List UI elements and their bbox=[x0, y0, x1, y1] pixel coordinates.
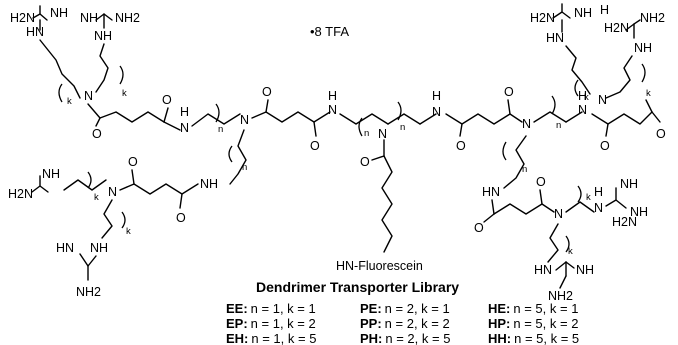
guanidine-group-upper-left-b: NH NH2 NH k bbox=[80, 11, 140, 99]
atom-hn: HN bbox=[546, 31, 564, 45]
repeat-k-label: k bbox=[126, 226, 131, 237]
library-entry: EE:n = 1, k = 1 bbox=[226, 301, 316, 316]
repeat-k-label: k bbox=[584, 92, 589, 103]
atom-o: O bbox=[656, 127, 666, 141]
atom-nh: NH bbox=[50, 6, 68, 20]
atom-nh: NH bbox=[200, 177, 218, 191]
repeat-k-label: k bbox=[646, 88, 651, 99]
atom-h2n: H2N bbox=[604, 21, 629, 35]
atom-o: O bbox=[176, 211, 186, 225]
atom-nh: NH bbox=[574, 6, 592, 20]
atom-h: H bbox=[180, 105, 189, 119]
atom-nh2: NH2 bbox=[548, 289, 573, 303]
atom-h2n: H2N bbox=[8, 187, 33, 201]
atom-h2n: H2N bbox=[10, 11, 35, 25]
atom-nh2: NH2 bbox=[115, 11, 140, 25]
atom-nh2: NH2 bbox=[640, 11, 665, 25]
library-entry: HE:n = 5, k = 1 bbox=[488, 301, 578, 316]
atom-nh: NH bbox=[80, 11, 98, 25]
guanidine-group-upper-left-a: H2N NH NH HN k bbox=[10, 5, 81, 107]
repeat-k-label: k bbox=[122, 88, 127, 99]
library-title: Dendrimer Transporter Library bbox=[256, 279, 459, 295]
atom-o: O bbox=[536, 175, 546, 189]
atom-h: H bbox=[432, 89, 441, 103]
repeat-k-label: k bbox=[568, 246, 573, 257]
atom-o: O bbox=[456, 139, 466, 153]
atom-n: N bbox=[180, 121, 189, 135]
atom-o: O bbox=[504, 85, 514, 99]
repeat-k-label: k bbox=[67, 96, 72, 107]
repeat-n-label: n bbox=[364, 128, 369, 139]
atom-nh: NH bbox=[630, 205, 648, 219]
atom-n: N bbox=[378, 127, 387, 141]
atom-h: H bbox=[594, 185, 603, 199]
atom-n: N bbox=[432, 105, 441, 119]
repeat-k-label: k bbox=[586, 192, 591, 203]
atom-n: N bbox=[522, 117, 531, 131]
atom-h: H bbox=[600, 3, 609, 17]
salt-label: •8 TFA bbox=[310, 24, 349, 39]
backbone-right: n H N O O bbox=[533, 89, 666, 153]
atom-o: O bbox=[262, 85, 272, 99]
atom-nh: NH bbox=[620, 177, 638, 191]
library-entry: PP:n = 2, k = 2 bbox=[360, 316, 450, 331]
atom-h2n: H2N bbox=[612, 215, 637, 229]
atom-nh: NH bbox=[634, 41, 652, 55]
atom-n: N bbox=[240, 113, 249, 127]
atom-h: H bbox=[578, 89, 587, 103]
repeat-k-label: k bbox=[94, 192, 99, 203]
library-entry: PE:n = 2, k = 1 bbox=[360, 301, 450, 316]
backbone-center-left: O O H N n N bbox=[251, 85, 389, 153]
library-entry: HP:n = 5, k = 2 bbox=[488, 316, 578, 331]
atom-n: N bbox=[554, 207, 563, 221]
guanidine-group-upper-right: H2N NH HN k H H2N NH2 NH k N bbox=[530, 3, 665, 107]
library-table: EE:n = 1, k = 1 PE:n = 2, k = 1 HE:n = 5… bbox=[226, 301, 579, 345]
library-entry: PH:n = 2, k = 5 bbox=[360, 331, 450, 345]
atom-hn: HN bbox=[26, 25, 44, 39]
repeat-n-label: n bbox=[218, 124, 223, 135]
atom-hn: HN bbox=[56, 241, 74, 255]
atom-h2n: H2N bbox=[530, 11, 555, 25]
branch-lower-right: n HN O O N bbox=[474, 135, 563, 235]
repeat-n-label: n bbox=[522, 164, 527, 175]
library-entry: EH:n = 1, k = 5 bbox=[226, 331, 316, 345]
atom-n: N bbox=[598, 93, 607, 107]
atom-n: N bbox=[328, 103, 337, 117]
atom-n: N bbox=[594, 201, 603, 215]
atom-n: N bbox=[578, 103, 587, 117]
guanidine-group-lower-left: H2N NH NH N k k NH HN NH2 bbox=[8, 167, 131, 299]
atom-hn: HN bbox=[534, 263, 552, 277]
atom-o: O bbox=[128, 155, 138, 169]
repeat-n-label: n bbox=[242, 162, 247, 173]
atom-o: O bbox=[162, 93, 172, 107]
atom-nh2: NH2 bbox=[76, 285, 101, 299]
library-entry: HH:n = 5, k = 5 bbox=[488, 331, 579, 345]
repeat-n-label: n bbox=[400, 122, 405, 133]
core-label: HN-Fluorescein bbox=[336, 259, 423, 273]
library-entry: EP:n = 1, k = 2 bbox=[226, 316, 316, 331]
atom-n: N bbox=[84, 89, 93, 103]
backbone-left: O O H N n N bbox=[87, 93, 249, 141]
atom-hn: HN bbox=[482, 185, 500, 199]
atom-n: N bbox=[108, 185, 117, 199]
atom-o: O bbox=[474, 221, 484, 235]
repeat-n-label: n bbox=[556, 120, 561, 131]
atom-nh: NH bbox=[42, 167, 60, 181]
atom-o: O bbox=[310, 139, 320, 153]
atom-o: O bbox=[92, 127, 102, 141]
branch-lower-left: n NH O O N bbox=[108, 129, 247, 225]
fluorescein-tether: O HN-Fluorescein bbox=[336, 139, 423, 273]
atom-h: H bbox=[328, 89, 337, 103]
guanidine-group-lower-right: k H N NH NH H2N k HN NH NH2 bbox=[534, 177, 648, 303]
atom-o: O bbox=[600, 139, 610, 153]
atom-nh: NH bbox=[576, 263, 594, 277]
atom-nh: NH bbox=[94, 29, 112, 43]
atom-o: O bbox=[360, 155, 370, 169]
atom-nh: NH bbox=[90, 241, 108, 255]
backbone-center-right: n H N O O N bbox=[387, 85, 531, 153]
